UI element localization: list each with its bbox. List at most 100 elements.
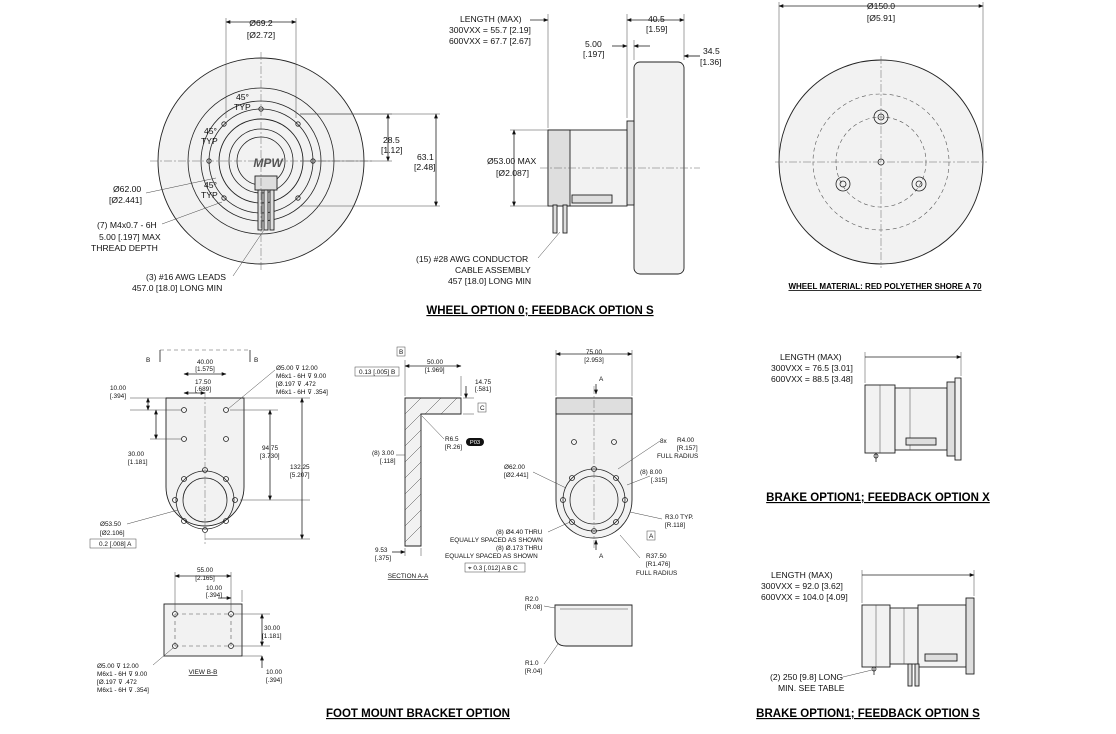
datum-b-box [396, 346, 406, 357]
dim-75-00-in: [2.953] [584, 357, 604, 364]
bracket-hole [172, 497, 178, 503]
hole-note: Ø5.00 ⊽ 12.00 [97, 663, 139, 670]
bracket-section [404, 397, 462, 547]
hole-note: M6x1 - 6H ⊽ 9.00 [276, 373, 327, 380]
flatness-frame [354, 366, 400, 377]
typ-label: TYP [201, 190, 218, 200]
dim-55-00: 55.00 [197, 567, 213, 574]
dim-9-53-in: [.375] [375, 555, 391, 562]
hole-note: M6x1 - 6H ⊽ .354] [97, 687, 149, 694]
dim-30-00-b-in: [1.181] [262, 633, 282, 640]
dim-28-5: 28.5 [383, 135, 400, 145]
length-300: 300VXX = 55.7 [2.19] [449, 25, 531, 35]
side-hole [560, 497, 566, 503]
cable-lead [269, 189, 275, 231]
wheel-material-note: WHEEL MATERIAL: RED POLYETHER SHORE A 70 [788, 282, 982, 291]
dim-17-50: 17.50 [195, 379, 211, 386]
title-brake-s: BRAKE OPTION1; FEEDBACK OPTION S [756, 708, 980, 720]
thread-note: (7) M4x0.7 - 6H [97, 220, 157, 230]
side-hole [622, 497, 628, 503]
section-aa-view: B 0.13 [.005] B 50.00 [1.969] 14.75 [.58… [354, 346, 491, 580]
cable-note: CABLE ASSEMBLY [455, 265, 531, 275]
radius-r6-5: R6.5 [445, 436, 459, 443]
radius-r2-in: [R.08] [525, 604, 542, 611]
section-b-label: B [146, 357, 150, 364]
thru-note: (8) Ø4.40 THRU [496, 529, 543, 536]
cable-exit [571, 194, 613, 204]
bolt-hole [835, 176, 851, 192]
position-frame [464, 562, 526, 573]
cable-strand [562, 204, 568, 234]
bolt-hole-center [915, 180, 923, 188]
wheel-front-view: Ø69.2 [Ø2.72] 45° TYP 45° TYP 45° TYP MP… [91, 18, 440, 293]
dim-10-00: 10.00 [110, 385, 126, 392]
cable-lead [257, 189, 263, 231]
dim-40-00: 40.00 [197, 359, 213, 366]
dim-40-5-in: [1.59] [646, 24, 668, 34]
dia-62-00-in: [Ø2.441] [504, 472, 529, 479]
dim-55-00-in: [2.165] [195, 575, 215, 582]
thru-note: (8) Ø.173 THRU [496, 545, 543, 552]
angle-label: 45° [204, 180, 217, 190]
dim-75-00: 75.00 [586, 349, 602, 356]
dia-62-00: Ø62.00 [504, 464, 525, 471]
cable-lead [263, 189, 269, 231]
title-brake-x: BRAKE OPTION1; FEEDBACK OPTION X [766, 492, 990, 504]
section-a-label: A [599, 553, 604, 560]
dim-50-00-in: [1.969] [425, 367, 445, 374]
brake-s-view: LENGTH (MAX) 300VXX = 92.0 [3.62] 600VXX… [756, 570, 980, 720]
datum-a-box [646, 530, 656, 541]
section-b-label: B [254, 357, 258, 364]
brake-s-pin [871, 666, 877, 672]
side-hole [613, 519, 619, 525]
dim-14-75: 14.75 [475, 379, 491, 386]
dim-5-00-in: [.197] [583, 49, 605, 59]
dim-10-00-b-in: [.394] [206, 592, 222, 599]
hole-note: [Ø.197 ⊽ .472 [97, 679, 137, 686]
dia-53-50: Ø53.50 [100, 521, 121, 528]
title-wheel-option: WHEEL OPTION 0; FEEDBACK OPTION S [426, 305, 654, 317]
datum-a: A [649, 533, 654, 540]
connector-block [254, 175, 278, 191]
brake-x-connector [905, 437, 937, 446]
radius-r6-5-in: [R.26] [445, 444, 462, 451]
dim-132-25-in: [5.207] [290, 472, 310, 479]
mount-hole [295, 121, 301, 127]
brake-x-view: LENGTH (MAX) 300VXX = 76.5 [3.01] 600VXX… [766, 352, 990, 504]
dim-94-75-in: [3.730] [260, 453, 280, 460]
logo-text: MPW [253, 156, 284, 170]
length-600: 600VXX = 88.5 [3.48] [771, 374, 853, 384]
thread-note: 5.00 [.197] MAX [99, 232, 161, 242]
dim-10-00-b: 10.00 [206, 585, 222, 592]
angle-label: 45° [204, 126, 217, 136]
dia-top-label: Ø69.2 [249, 18, 273, 28]
brake-x-face [954, 377, 962, 461]
radius-r3: R3.0 TYP. [665, 514, 694, 521]
bracket-front-view: B B 40.00 [1.575] 17.50 [.689] 10.00 [.3… [89, 349, 328, 549]
brake-s-face [965, 597, 975, 675]
brake-s-lead [907, 663, 913, 687]
bracket-hole [223, 476, 229, 482]
side-hole [571, 439, 577, 445]
length-label: LENGTH (MAX) [771, 570, 833, 580]
side-hole [569, 475, 575, 481]
wheel-face-view: Ø150.0 [Ø5.91] WHEEL MATERIAL: RED POLYE… [775, 1, 987, 291]
brake-s-connector [924, 653, 958, 662]
dim-50-00: 50.00 [427, 359, 443, 366]
leads-note: (3) #16 AWG LEADS [146, 272, 226, 282]
typ-label: TYP [201, 136, 218, 146]
lead-note: MIN. SEE TABLE [778, 683, 845, 693]
dia-53-label: Ø53.00 MAX [487, 156, 536, 166]
brake-x-flange [946, 381, 956, 457]
dim-94-75: 94.75 [262, 445, 278, 452]
length-600: 600VXX = 67.7 [2.67] [449, 36, 531, 46]
part-badge-text: P03 [470, 440, 480, 446]
bracket-hole [223, 407, 229, 413]
radius-r4: R4.00 [677, 437, 694, 444]
dim-34-5: 34.5 [703, 46, 720, 56]
mount-hole [221, 121, 227, 127]
dim-40-5: 40.5 [648, 14, 665, 24]
view-bb-label: VIEW B-B [189, 669, 218, 676]
typ-label: TYP [234, 102, 251, 112]
